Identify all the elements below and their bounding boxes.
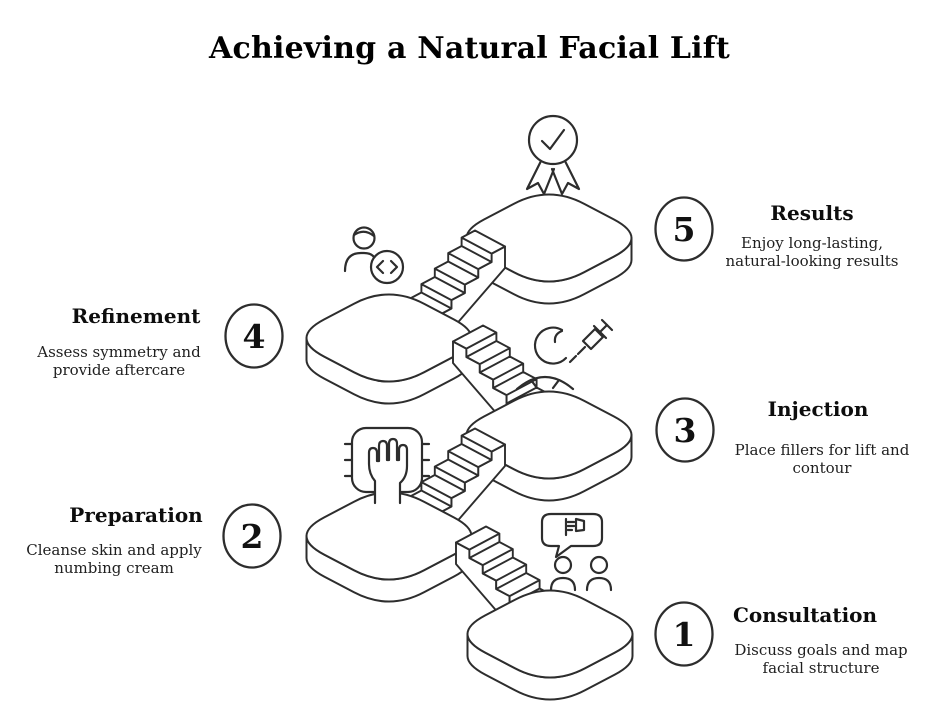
award-medal-icon [525,114,581,196]
person-shoulders [343,251,376,273]
hand-icon [367,437,409,505]
page-title: Achieving a Natural Facial Lift [209,31,730,66]
medal-circle [527,114,579,166]
step-description-injection: Place fillers for lift and contour [734,441,910,477]
step-3-badge [655,397,715,463]
person-left-shoulders [549,576,577,592]
step-2-number: 2 [241,517,264,556]
person-code-badge-icon [343,226,405,285]
step-label-consultation: Consultation [732,603,878,627]
needle-gap-dash [568,354,578,364]
person-head [352,226,376,250]
person-right-head [589,555,609,575]
step-1-badge [654,601,714,667]
step-5-number: 5 [673,210,696,249]
step-description-results: Enjoy long-lasting, natural-looking resu… [725,234,899,270]
step-label-injection: Injection [767,397,869,421]
face-profile-arc [533,326,568,365]
medal-ribbon-left-icon [525,159,556,196]
eyelash-left [529,378,539,390]
step-badges: 5 4 3 2 1 [222,196,715,667]
step-3-number: 3 [674,411,697,450]
two-people-speech-bubble-icon [540,512,613,592]
bubble-book-glyph [564,517,586,537]
chevron-right-icon [389,259,399,275]
step-label-preparation: Preparation [69,503,203,527]
step-4-badge [224,303,284,369]
medal-checkmark-icon [540,128,566,151]
speech-bubble [540,512,604,559]
face-syringe-icon [515,318,614,391]
step-description-consultation: Discuss goals and map facial structure [734,641,908,677]
step-label-results: Results [770,201,854,225]
chevron-left-icon [375,259,385,275]
person-hair-line [352,230,376,238]
eyelash-right [551,378,561,390]
syringe-plunger [598,323,609,334]
step-1-number: 1 [673,615,696,654]
person-left-head [553,555,573,575]
step-5-badge [654,196,714,262]
hand-cleansing-pad-icon [343,426,431,505]
medal-ribbon-right-icon [550,159,581,196]
pad-ticks-right [420,442,431,478]
syringe-needle [576,345,587,356]
step-2-badge [222,503,282,569]
step-4-number: 4 [243,317,266,356]
face-ear-curl [553,329,564,344]
syringe-barrel [581,327,605,351]
pad-ticks-left [343,442,354,478]
syringe-handle [600,318,614,332]
code-badge-circle [369,249,405,285]
step-label-refinement: Refinement [71,304,201,328]
step-description-preparation: Cleanse skin and apply numbing cream [26,541,202,577]
closed-eyes-arc [515,376,575,391]
step-description-refinement: Assess symmetry and provide aftercare [37,343,201,379]
person-right-shoulders [585,576,613,592]
